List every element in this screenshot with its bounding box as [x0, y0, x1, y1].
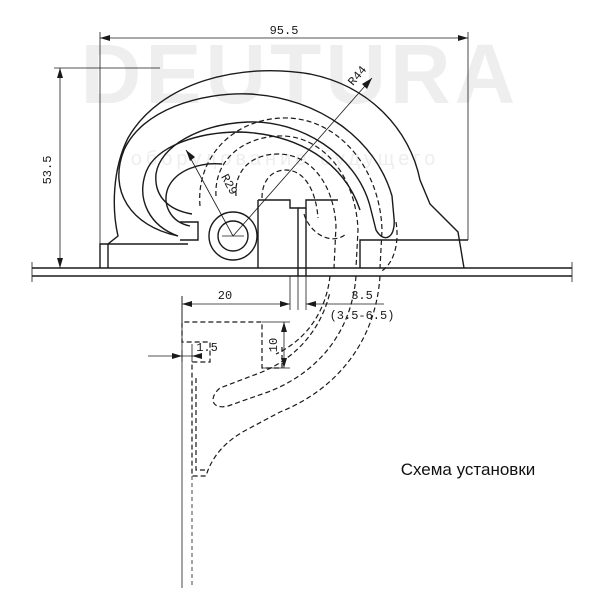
mounting-surface: [31, 262, 573, 282]
dimension-thickness: 1.5: [148, 341, 218, 362]
dimension-width-label: 95.5: [270, 24, 299, 38]
door-panel: [181, 296, 193, 588]
depth-label: 10: [267, 338, 281, 352]
dimension-depth: 10: [262, 321, 290, 369]
t-profile: [257, 199, 338, 276]
radius-small-label: R29: [217, 172, 240, 198]
dimension-height: 53.5: [41, 67, 160, 268]
offset-20-label: 20: [218, 289, 232, 303]
dimension-width: 95.5: [99, 24, 469, 244]
thickness-label: 1.5: [196, 341, 218, 355]
diagram-caption: Схема установки: [401, 460, 536, 479]
motion-path-lower: [181, 275, 381, 477]
dimension-offset-20: 20: [181, 276, 291, 322]
gap-range-label: (3.5-6.5): [330, 309, 395, 323]
dimension-gap: 3.5 (3.5-6.5): [297, 276, 395, 323]
dimension-height-label: 53.5: [41, 156, 55, 185]
gap-label: 3.5: [351, 289, 373, 303]
pivot-pin: [208, 211, 258, 261]
motion-path-upper: [199, 117, 398, 273]
watermark-tagline: оборудование будущего: [131, 148, 440, 170]
watermark-brand: DEUTURA: [81, 27, 520, 121]
